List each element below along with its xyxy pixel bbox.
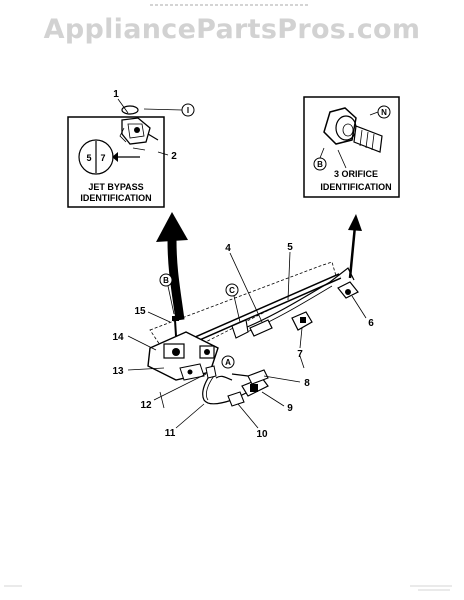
callout-8: 8 [304, 378, 310, 389]
watermark: AppliancePartsPros.com [43, 14, 421, 45]
callout-2: 2 [171, 151, 177, 162]
callout-circle-c: C [229, 286, 235, 295]
jet-bypass-subtitle: IDENTIFICATION [80, 193, 151, 203]
jet-bypass-box: 5 7 JET BYPASS IDENTIFICATION [67, 116, 165, 208]
callout-5: 5 [287, 242, 293, 253]
callout-circle-i: I [187, 106, 189, 115]
callout-14: 14 [112, 332, 124, 343]
callout-1: 1 [113, 89, 119, 100]
callout-11: 11 [165, 428, 176, 439]
jet-bypass-title: JET BYPASS [88, 182, 143, 192]
valve-assembly-top [119, 105, 159, 151]
manifold-assembly [147, 261, 359, 409]
callout-7: 7 [297, 349, 303, 360]
callout-circle-b: B [163, 276, 169, 285]
callout-circle-a: A [225, 358, 231, 367]
jet-label-a: 5 [86, 153, 91, 163]
callout-4: 4 [225, 243, 231, 254]
orifice-title: 3 ORIFICE [334, 169, 378, 179]
callout-9: 9 [287, 403, 293, 414]
big-arrow-left [156, 212, 188, 321]
arrow-right [348, 214, 362, 279]
callout-13: 13 [112, 366, 124, 377]
orifice-box: N B 3 ORIFICE IDENTIFICATION [303, 96, 400, 198]
jet-label-b: 7 [100, 153, 105, 163]
callout-circle-b-box: B [317, 160, 323, 169]
orifice-subtitle: IDENTIFICATION [320, 182, 391, 192]
callout-15: 15 [134, 306, 146, 317]
callout-6: 6 [368, 318, 374, 329]
callout-12: 12 [140, 400, 152, 411]
callout-10: 10 [256, 429, 268, 440]
callout-circle-n: N [381, 108, 387, 117]
